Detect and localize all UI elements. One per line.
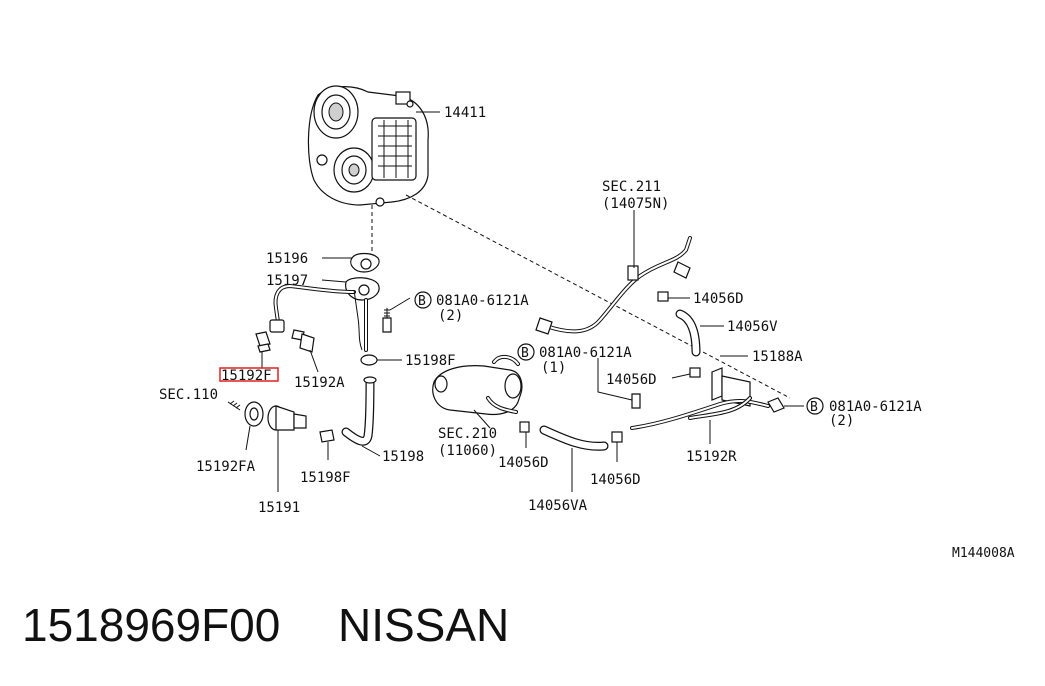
clamp-15198f-bottom — [319, 429, 335, 443]
label-bolt-top-qty: (2) — [438, 308, 463, 324]
label-15198: 15198 — [382, 449, 424, 465]
label-14056d-mid: 14056D — [606, 372, 657, 388]
label-sec211: SEC.211 — [602, 179, 661, 195]
label-bolt-right-qty: (2) — [829, 413, 854, 429]
pipe-15192r — [630, 396, 770, 430]
label-bolt-right: 081A0-6121A — [829, 399, 922, 415]
union-15191 — [267, 405, 307, 431]
label-15192f: 15192F — [221, 368, 272, 384]
label-bolt-top: 081A0-6121A — [436, 293, 529, 309]
part-number: 1518969F00 — [22, 599, 281, 651]
highlight-box-15192f — [219, 367, 279, 382]
label-14056v: 14056V — [727, 319, 778, 335]
label-sec210: SEC.210 — [438, 426, 497, 442]
oil-feed-pipe — [269, 283, 368, 352]
clip-14056d-mid — [689, 367, 701, 378]
arrow-sec110 — [227, 400, 241, 411]
label-bolt-mid-qty: (1) — [541, 360, 566, 376]
clip-14056d-right — [611, 431, 623, 443]
label-14056d-top: 14056D — [693, 291, 744, 307]
brand-name: NISSAN — [338, 599, 510, 651]
bolt-mid — [631, 393, 641, 409]
label-sec110: SEC.110 — [159, 387, 218, 403]
hose-14056v — [675, 309, 701, 357]
gasket-15196 — [350, 252, 380, 273]
turbocharger-illustration — [307, 85, 429, 207]
clip-14056d-bottom — [519, 421, 530, 433]
bolt-marker-mid: B — [521, 346, 529, 361]
label-15198f-bottom: 15198F — [300, 470, 351, 486]
label-sec210-ref: (11060) — [438, 443, 497, 459]
label-14056d-right: 14056D — [590, 472, 641, 488]
label-15188a: 15188A — [752, 349, 803, 365]
bolt-15192a — [291, 329, 315, 353]
label-14056d-bottom: 14056D — [498, 455, 549, 471]
label-15191: 15191 — [258, 500, 300, 516]
bolt-right — [767, 397, 785, 413]
label-sec211-ref: (14075N) — [602, 196, 669, 212]
label-15192a: 15192A — [294, 375, 345, 391]
washer-15192fa — [244, 401, 264, 427]
union-15192f — [255, 331, 271, 353]
hose-14056va — [539, 425, 609, 451]
bolt-top — [382, 308, 392, 333]
sec211-pipe — [535, 236, 692, 335]
label-14056va: 14056VA — [528, 498, 588, 514]
label-bolt-mid: 081A0-6121A — [539, 345, 632, 361]
label-15196: 15196 — [266, 251, 308, 267]
gasket-15197 — [345, 277, 380, 301]
clip-14056d-top — [657, 291, 669, 302]
clamp-15198f-top — [360, 354, 378, 366]
label-15192r: 15192R — [686, 449, 737, 465]
bolt-marker-right: B — [810, 400, 818, 415]
label-15192fa: 15192FA — [196, 459, 256, 475]
bolt-marker-top: B — [418, 294, 426, 309]
diagram-code: M144008A — [952, 546, 1015, 561]
sec210-oil-cooler — [432, 355, 523, 416]
label-15198f-top: 15198F — [405, 353, 456, 369]
label-14411: 14411 — [444, 105, 486, 121]
bracket-15188a — [711, 367, 751, 407]
hose-15198 — [341, 376, 377, 446]
